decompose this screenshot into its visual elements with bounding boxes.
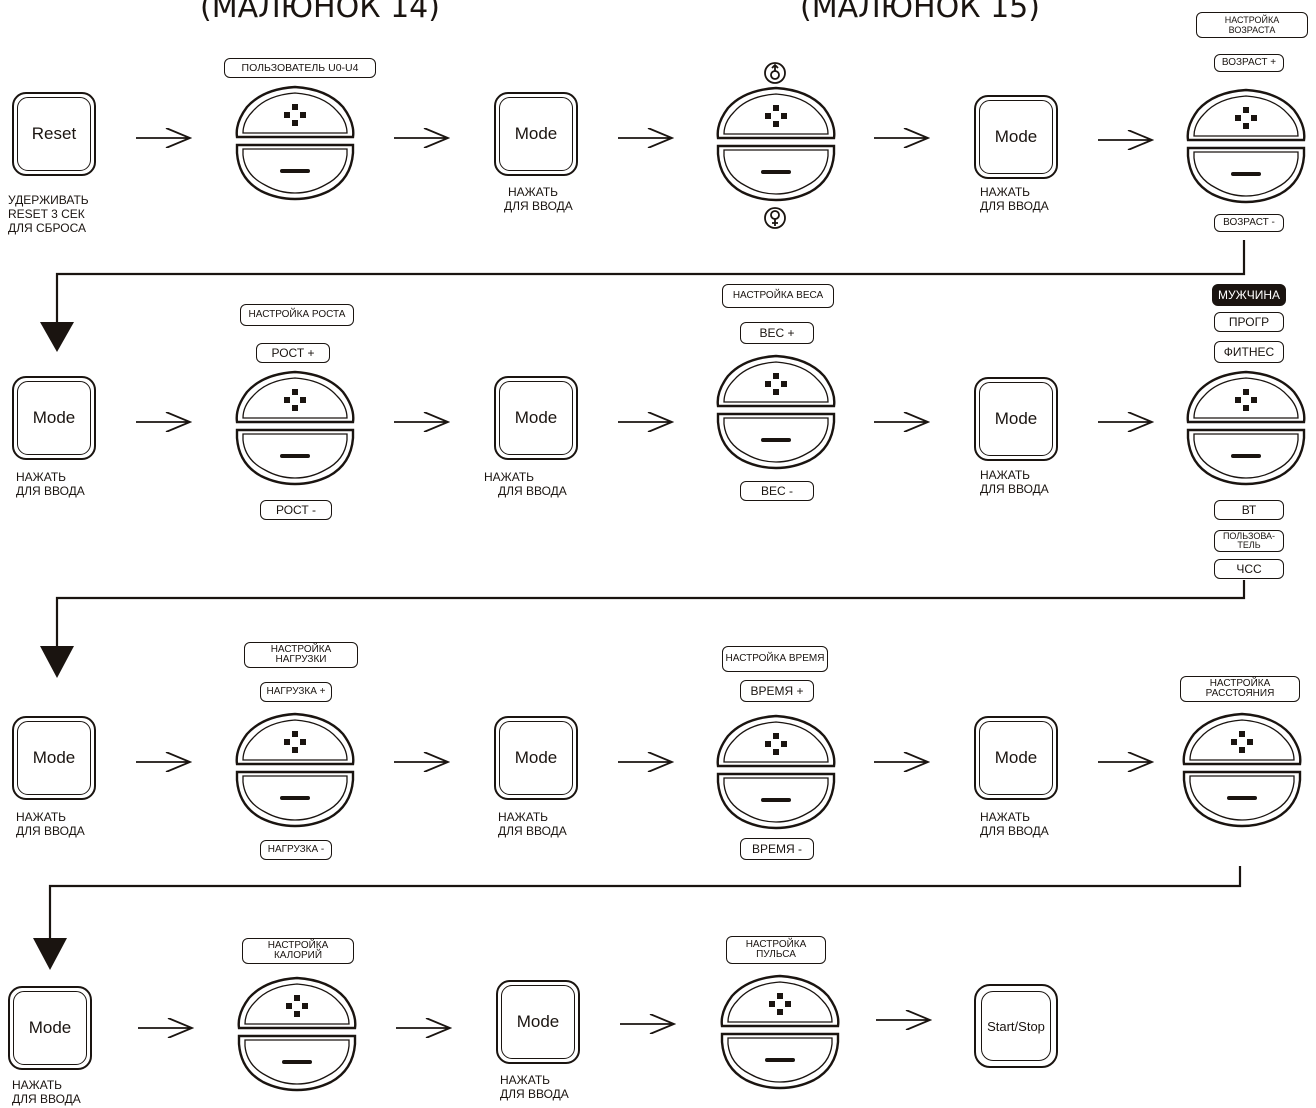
height-setting-tag: НАСТРОЙКА РОСТА [240, 304, 354, 326]
up-down-keypad[interactable] [233, 85, 357, 201]
mode-button[interactable]: Mode [12, 716, 96, 800]
up-down-keypad[interactable] [714, 714, 838, 830]
program-hr-tag: ЧСС [1214, 559, 1284, 579]
up-down-keypad[interactable] [714, 354, 838, 470]
age-minus-tag: ВОЗРАСТ - [1214, 214, 1284, 232]
flow-arrow [618, 412, 674, 432]
time-plus-tag: ВРЕМЯ + [740, 680, 814, 702]
up-down-keypad[interactable] [1184, 370, 1308, 486]
up-down-keypad[interactable] [233, 370, 357, 486]
flow-arrow [136, 128, 192, 148]
mode-button[interactable]: Mode [8, 986, 92, 1070]
mode-button[interactable]: Mode [12, 376, 96, 460]
mode-button[interactable]: Mode [496, 980, 580, 1064]
height-plus-tag: РОСТ + [256, 343, 330, 363]
weight-minus-tag: ВЕС - [740, 481, 814, 501]
mode-button[interactable]: Mode [974, 377, 1058, 461]
female-symbol-icon [764, 207, 786, 229]
flow-arrow [394, 752, 450, 772]
time-setting-tag: НАСТРОЙКА ВРЕМЯ [722, 646, 828, 672]
program-user-tag: ПОЛЬЗОВА- ТЕЛЬ [1214, 530, 1284, 552]
pulse-setting-tag: НАСТРОЙКА ПУЛЬСА [726, 936, 826, 964]
flow-arrow [1098, 130, 1154, 150]
flow-arrow [874, 412, 930, 432]
program-fitness-tag: ФИТНЕС [1214, 341, 1284, 363]
up-down-keypad[interactable] [718, 974, 842, 1090]
flow-arrow [394, 128, 450, 148]
flow-arrow [136, 412, 192, 432]
mode-button[interactable]: Mode [494, 716, 578, 800]
start-stop-button[interactable]: Start/Stop [974, 984, 1058, 1068]
up-down-keypad[interactable] [714, 86, 838, 202]
calories-setting-tag: НАСТРОЙКА КАЛОРИЙ [242, 938, 354, 964]
flow-arrow [874, 752, 930, 772]
age-setting-tag: НАСТРОЙКА ВОЗРАСТА [1196, 12, 1308, 38]
flow-arrow [618, 128, 674, 148]
up-down-keypad[interactable] [233, 712, 357, 828]
program-male-tag: МУЖЧИНА [1212, 284, 1286, 306]
male-symbol-icon [764, 62, 786, 84]
mode-button[interactable]: Mode [974, 95, 1058, 179]
distance-setting-tag: НАСТРОЙКА РАССТОЯНИЯ [1180, 676, 1300, 702]
mode-button[interactable]: Mode [974, 716, 1058, 800]
load-minus-tag: НАГРУЗКА - [260, 840, 332, 860]
flow-arrow [876, 1010, 932, 1030]
figure-14-title: (МАЛЮНОК 14) [200, 0, 440, 25]
up-down-keypad[interactable] [1180, 712, 1304, 828]
flow-arrow [874, 128, 930, 148]
height-minus-tag: РОСТ - [260, 500, 332, 520]
load-setting-tag: НАСТРОЙКА НАГРУЗКИ [244, 642, 358, 668]
flow-arrow [138, 1018, 194, 1038]
up-down-keypad[interactable] [235, 976, 359, 1092]
reset-button[interactable]: Reset [12, 92, 96, 176]
age-plus-tag: ВОЗРАСТ + [1214, 54, 1284, 72]
flow-arrow [1098, 412, 1154, 432]
weight-setting-tag: НАСТРОЙКА ВЕСА [722, 284, 834, 308]
program-prog-tag: ПРОГР [1214, 312, 1284, 332]
flow-arrow [394, 412, 450, 432]
flow-arrow [1098, 752, 1154, 772]
load-plus-tag: НАГРУЗКА + [260, 682, 332, 702]
user-tag: ПОЛЬЗОВАТЕЛЬ U0-U4 [224, 58, 376, 78]
up-down-keypad[interactable] [1184, 88, 1308, 204]
mode-button[interactable]: Mode [494, 376, 578, 460]
flow-arrow [620, 1014, 676, 1034]
flow-arrow [396, 1018, 452, 1038]
flow-arrow [618, 752, 674, 772]
weight-plus-tag: ВЕС + [740, 322, 814, 344]
figure-15-title: (МАЛЮНОК 15) [800, 0, 1040, 25]
mode-button[interactable]: Mode [494, 92, 578, 176]
program-bt-tag: ВТ [1214, 500, 1284, 520]
flow-arrow [136, 752, 192, 772]
time-minus-tag: ВРЕМЯ - [740, 838, 814, 860]
